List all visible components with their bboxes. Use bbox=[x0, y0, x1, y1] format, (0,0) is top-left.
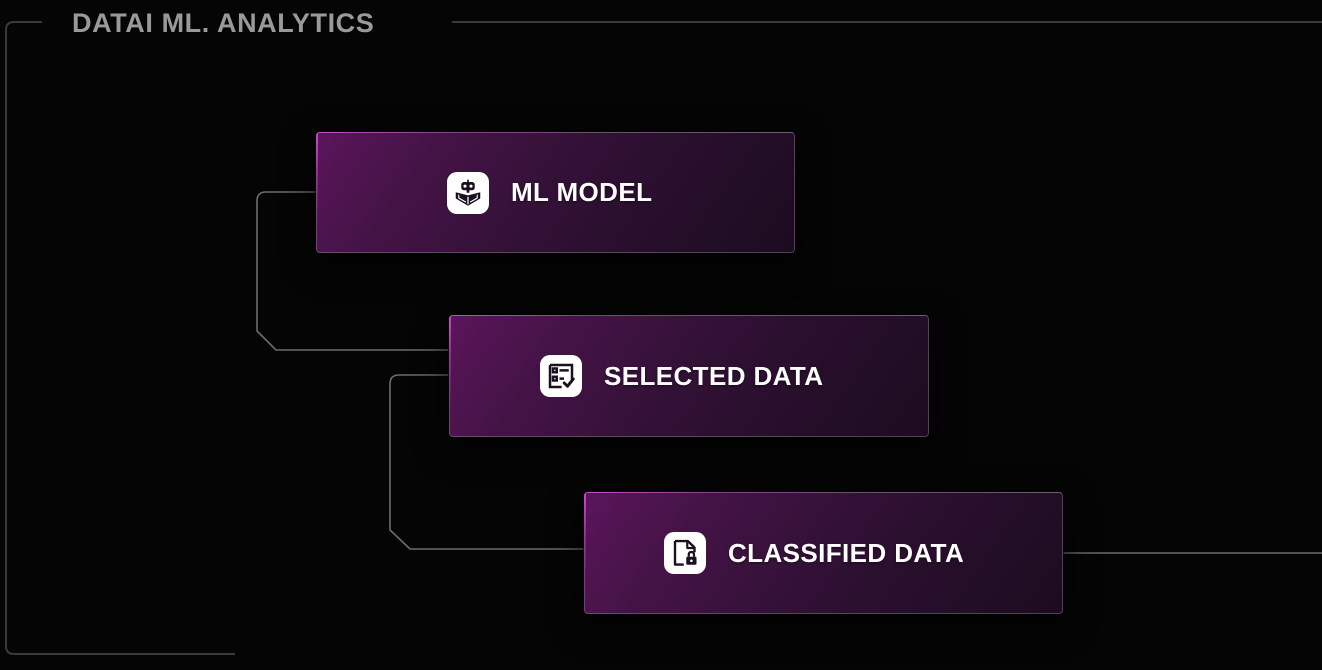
node-selected-data[interactable]: SELECTED DATA bbox=[449, 315, 929, 437]
node-label-classified-data: CLASSIFIED DATA bbox=[728, 537, 965, 568]
node-label-selected-data: SELECTED DATA bbox=[604, 360, 824, 391]
robot-book-icon bbox=[447, 171, 489, 214]
node-label-ml-model: ML MODEL bbox=[511, 177, 653, 207]
frame-left-path bbox=[5, 21, 235, 655]
node-classified-data[interactable]: CLASSIFIED DATA bbox=[584, 492, 1063, 614]
locked-document-icon bbox=[664, 532, 706, 574]
checklist-icon bbox=[540, 355, 582, 397]
page-title: DATAI ML. ANALYTICS bbox=[72, 8, 375, 38]
node-ml-model[interactable]: ML MODEL bbox=[316, 132, 795, 253]
